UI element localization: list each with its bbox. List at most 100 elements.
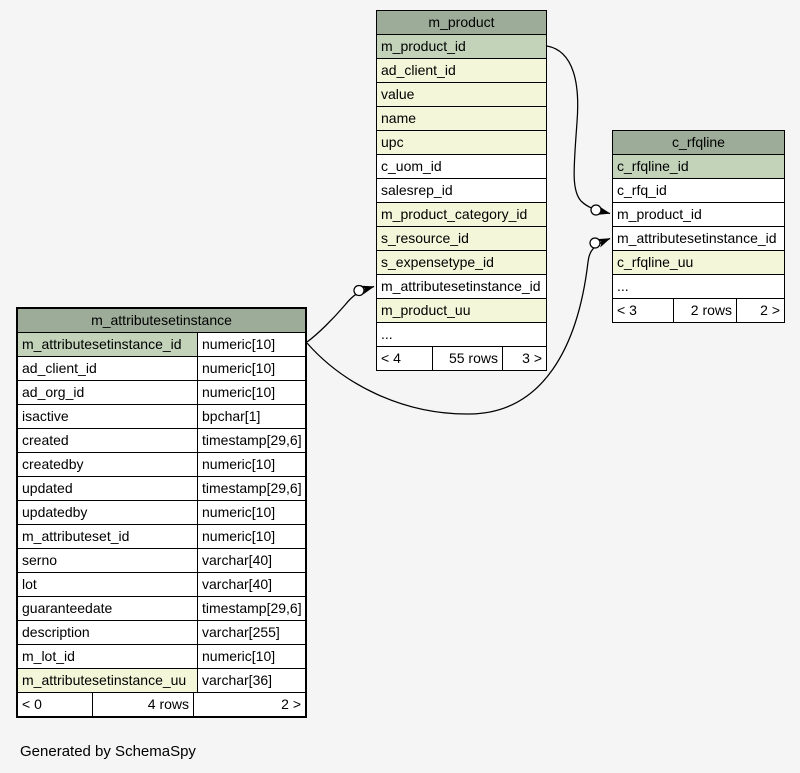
- column-name: upc: [377, 131, 546, 154]
- fk-line-masi-to-mproduct: [306, 285, 375, 343]
- column-row-m-product-id: m_product_id: [377, 35, 546, 59]
- column-row-m-product-uu: m_product_uu: [377, 299, 546, 323]
- column-name: c_uom_id: [381, 158, 442, 174]
- column-row-c-rfqline-id: c_rfqline_id: [613, 155, 784, 179]
- table-title[interactable]: c_rfqline: [613, 131, 784, 155]
- column-name: salesrep_id: [381, 182, 453, 198]
- footer-parents-nav: 2 >: [760, 302, 780, 318]
- column-type: numeric[10]: [202, 384, 276, 400]
- table-title[interactable]: m_attributesetinstance: [18, 309, 305, 333]
- column-name: name: [377, 107, 546, 130]
- column-type: timestamp[29,6]: [202, 600, 302, 616]
- column-name: ...: [381, 326, 393, 342]
- footer-children-nav: < 3: [613, 299, 674, 322]
- column-name: c_rfqline_id: [613, 155, 784, 178]
- column-name: ...: [617, 278, 629, 294]
- column-name: m_attributesetinstance_uu: [18, 669, 198, 692]
- column-row-ad-client-id: ad_client_id: [377, 59, 546, 83]
- column-row-name: name: [377, 107, 546, 131]
- column-row-s-resource-id: s_resource_id: [377, 227, 546, 251]
- table-title[interactable]: m_product: [377, 11, 546, 35]
- column-name: isactive: [18, 405, 198, 428]
- column-name: value: [377, 83, 546, 106]
- column-name: ad_client_id: [18, 357, 198, 380]
- column-type: numeric[10]: [202, 648, 276, 664]
- footer-parents-nav: 2 >: [281, 696, 301, 712]
- column-type: bpchar[1]: [202, 408, 261, 424]
- column-name: m_attributesetinstance_id: [18, 333, 198, 356]
- column-row-m-product-id: m_product_id: [613, 203, 784, 227]
- column-type: varchar[36]: [202, 672, 273, 688]
- column-name: m_product_category_id: [377, 203, 546, 226]
- fk-endpoint-circle: [590, 204, 602, 216]
- column-name: updated: [18, 477, 198, 500]
- footer-children-nav: < 4: [377, 347, 433, 370]
- column-name: ad_client_id: [377, 59, 546, 82]
- column-row-m-product-category-id: m_product_category_id: [377, 203, 546, 227]
- column-name: lot: [18, 573, 198, 596]
- column-row-c-uom-id: c_uom_id: [377, 155, 546, 179]
- column-row-s-expensetype-id: s_expensetype_id: [377, 251, 546, 275]
- column-name: m_attributesetinstance_id: [381, 278, 541, 294]
- column-name: c_rfqline_uu: [613, 251, 784, 274]
- footer-parents-nav: 3 >: [522, 350, 542, 366]
- footer-row-count: 2 rows: [674, 299, 737, 322]
- column-type: numeric[10]: [202, 504, 276, 520]
- column-name: updatedby: [18, 501, 198, 524]
- column-name: m_attributesetinstance_id: [617, 230, 777, 246]
- fk-endpoint-circle: [353, 284, 365, 297]
- fk-endpoint-circle: [589, 237, 601, 249]
- column-row-ellipsis: ...: [613, 275, 784, 299]
- column-type: timestamp[29,6]: [202, 432, 302, 448]
- column-type: varchar[40]: [202, 576, 273, 592]
- fk-line-masi-to-crfqline: [306, 237, 611, 415]
- column-type: timestamp[29,6]: [202, 480, 302, 496]
- column-row-value: value: [377, 83, 546, 107]
- column-name: createdby: [18, 453, 198, 476]
- column-name: created: [18, 429, 198, 452]
- column-row-c-rfqline-uu: c_rfqline_uu: [613, 251, 784, 275]
- column-type: varchar[255]: [202, 624, 280, 640]
- column-name: m_product_id: [617, 206, 702, 222]
- column-name: s_expensetype_id: [377, 251, 546, 274]
- column-name: serno: [18, 549, 198, 572]
- column-name: ad_org_id: [18, 381, 198, 404]
- column-row-salesrep-id: salesrep_id: [377, 179, 546, 203]
- column-name: m_attributeset_id: [18, 525, 198, 548]
- column-type: numeric[10]: [202, 336, 276, 352]
- column-name: m_lot_id: [18, 645, 198, 668]
- footer-children-nav: < 0: [18, 693, 93, 716]
- column-row-c-rfq-id: c_rfq_id: [613, 179, 784, 203]
- column-type: numeric[10]: [202, 528, 276, 544]
- generated-by-note: Generated by SchemaSpy: [20, 743, 196, 760]
- fk-line-mproduct-to-crfqline: [546, 45, 611, 215]
- column-row-ellipsis: ...: [377, 323, 546, 347]
- column-name: c_rfq_id: [617, 182, 667, 198]
- column-type: numeric[10]: [202, 456, 276, 472]
- column-name: m_product_id: [377, 35, 546, 58]
- column-type: varchar[40]: [202, 552, 273, 568]
- footer-row-count: 4 rows: [93, 693, 194, 716]
